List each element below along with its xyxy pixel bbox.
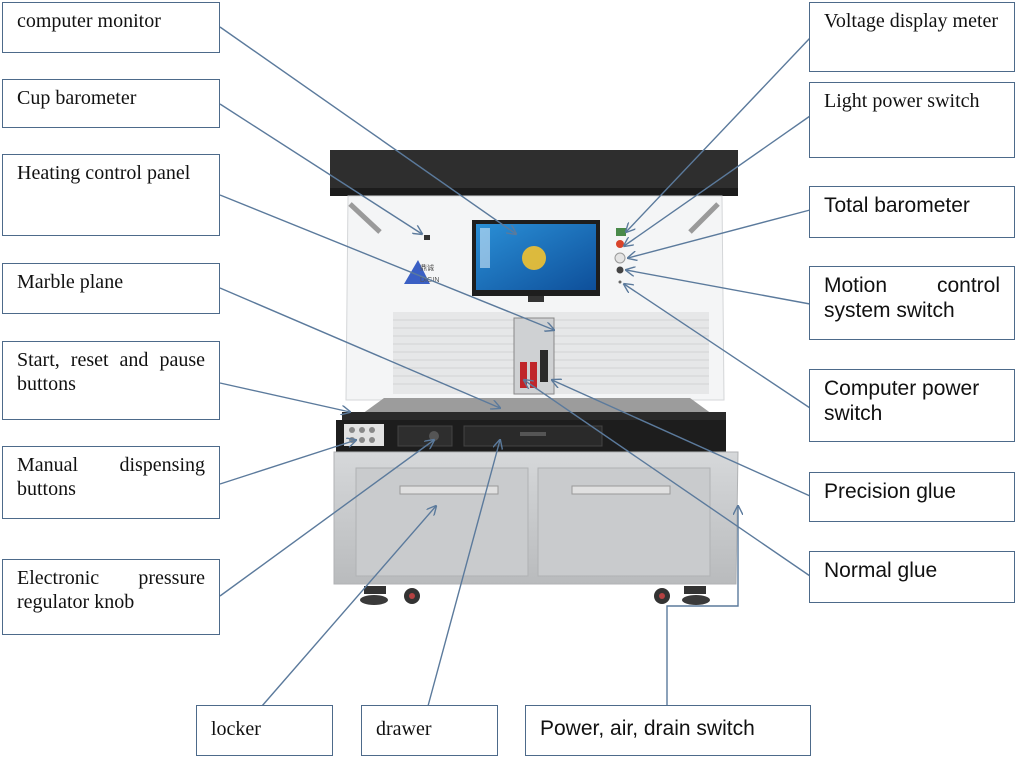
- arrow-locker: [261, 506, 436, 707]
- label-locker: locker: [196, 705, 333, 756]
- machine-canopy: [330, 150, 738, 194]
- arrow-cup-barometer: [219, 103, 422, 234]
- label-normal-glue: Normal glue: [809, 551, 1015, 603]
- arrow-manual-dispensing: [219, 440, 356, 485]
- arrow-drawer: [427, 440, 500, 707]
- logo-cn-text: 鼎诚: [420, 263, 434, 272]
- label-power-air-drain: Power, air, drain switch: [525, 705, 811, 756]
- label-precision-glue: Precision glue: [809, 472, 1015, 522]
- label-cup-barometer: Cup barometer: [2, 79, 220, 128]
- arrow-computer-power: [624, 284, 811, 409]
- label-voltage-display: Voltage display meter: [809, 2, 1015, 72]
- label-computer-monitor: computer monitor: [2, 2, 220, 53]
- label-marble-plane: Marble plane: [2, 263, 220, 314]
- label-motion-control: Motion control system switch: [809, 266, 1015, 340]
- arrow-power-air-drain: [666, 506, 738, 706]
- arrow-heating-control: [219, 194, 554, 330]
- label-heating-control-panel: Heating control panel: [2, 154, 220, 236]
- label-total-barometer: Total barometer: [809, 186, 1015, 238]
- marble-plane: [362, 398, 712, 414]
- arrow-total-barometer: [628, 209, 811, 258]
- arrow-start-reset: [219, 382, 350, 412]
- callout-arrows: [219, 26, 811, 707]
- arrow-precision-glue: [552, 380, 811, 497]
- label-computer-power: Computer power switch: [809, 369, 1015, 442]
- arrow-light-power: [624, 115, 811, 246]
- arrow-motion-control: [626, 270, 811, 305]
- label-start-reset-pause: Start, reset and pause buttons: [2, 341, 220, 420]
- label-pressure-regulator: Electronic pressure regulator knob: [2, 559, 220, 635]
- arrow-marble-plane: [219, 287, 500, 408]
- arrow-voltage-display: [626, 37, 811, 232]
- arrow-normal-glue: [524, 380, 811, 577]
- machine: DIGIN 鼎诚: [330, 150, 739, 605]
- label-manual-dispensing: Manual dispensing buttons: [2, 446, 220, 519]
- arrow-pressure-knob: [219, 440, 434, 597]
- arrow-computer-monitor: [219, 26, 516, 234]
- label-light-power-switch: Light power switch: [809, 82, 1015, 158]
- label-drawer: drawer: [361, 705, 498, 756]
